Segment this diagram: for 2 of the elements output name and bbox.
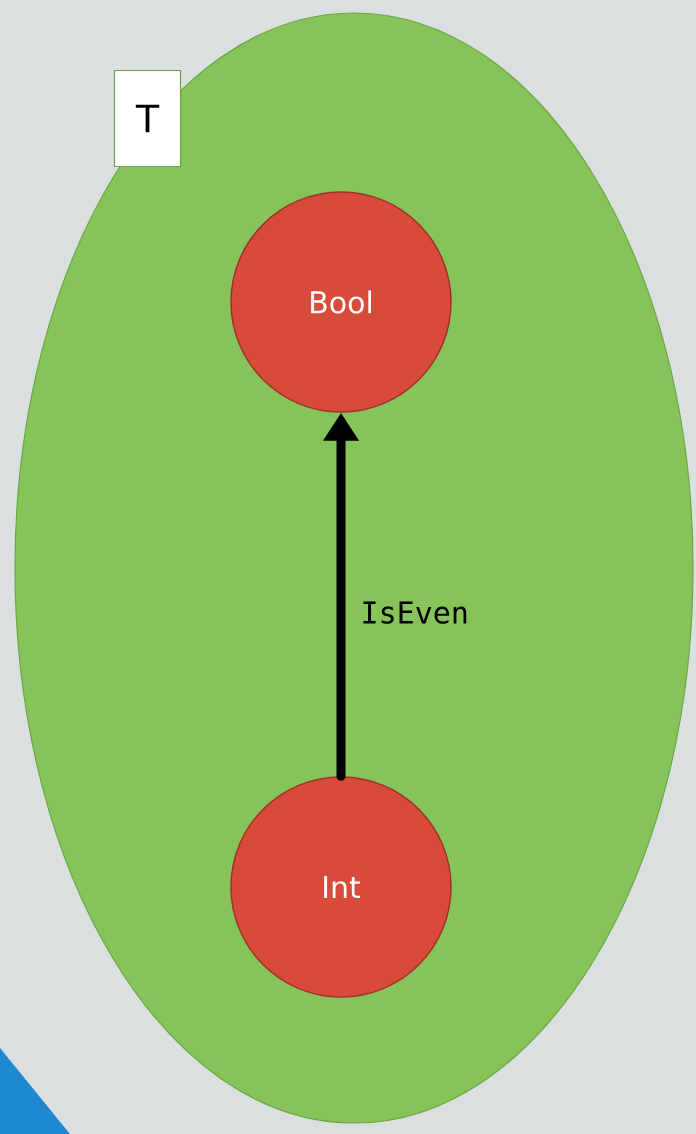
edge-label: IsEven <box>363 601 467 624</box>
set-label: T <box>113 69 182 168</box>
